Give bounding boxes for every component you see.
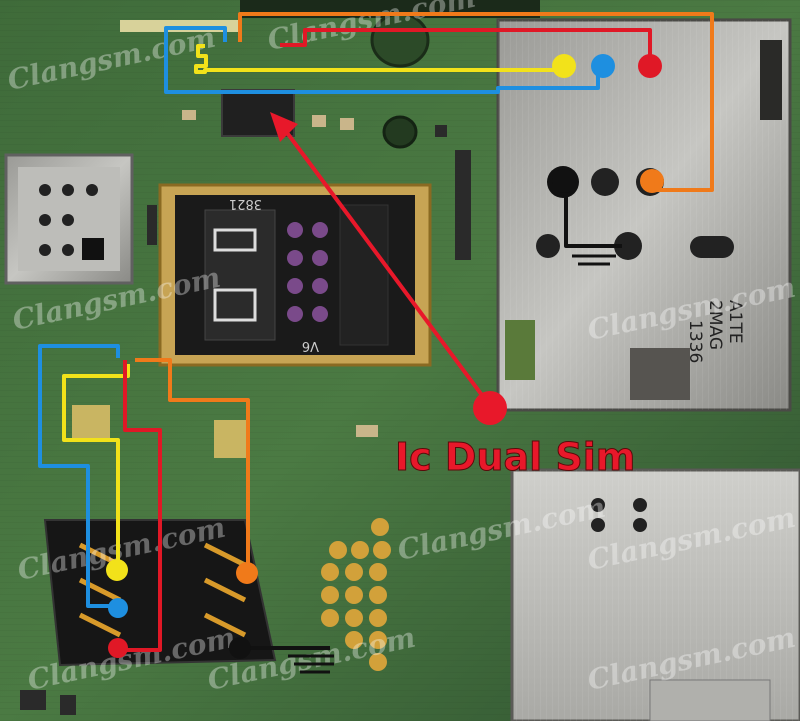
blue-test-point-top bbox=[591, 54, 615, 78]
center-sim-connector: 3821 V6 bbox=[158, 183, 432, 367]
orange-test-point-top bbox=[640, 169, 664, 193]
ground-trace-top bbox=[564, 182, 622, 248]
red-trace-bottom bbox=[118, 360, 162, 652]
red-test-point-top bbox=[638, 54, 662, 78]
orange-trace-bottom bbox=[135, 358, 250, 572]
yellow-trace-top bbox=[194, 44, 565, 74]
red-test-point-bottom bbox=[108, 638, 128, 658]
yellow-trace-bottom bbox=[62, 364, 130, 568]
annotation-arrow-dot bbox=[473, 391, 507, 425]
ground-test-point-bottom bbox=[229, 637, 251, 659]
blue-trace-bottom bbox=[38, 344, 120, 608]
annotation-arrow bbox=[270, 112, 507, 425]
orange-trace-top bbox=[238, 12, 714, 192]
yellow-test-point-top bbox=[552, 54, 576, 78]
sim-card-slot-main: A1TE 2MAG 1336 bbox=[496, 18, 792, 412]
smd-components bbox=[20, 20, 471, 715]
connector-marking-top: 3821 bbox=[229, 196, 262, 211]
ground-test-point-top bbox=[552, 169, 576, 193]
slot-marking-line1: A1TE bbox=[725, 300, 745, 344]
bottom-trace-overlay bbox=[38, 344, 334, 674]
left-module bbox=[4, 153, 134, 285]
yellow-test-point-bottom bbox=[106, 559, 128, 581]
rf-shield-can bbox=[510, 468, 800, 721]
red-trace-top bbox=[280, 28, 652, 66]
dual-sim-ic bbox=[221, 89, 295, 137]
blue-trace-top bbox=[164, 26, 600, 94]
connector-marking-bottom: V6 bbox=[302, 338, 319, 353]
bga-pads bbox=[321, 518, 391, 671]
blue-test-point-bottom bbox=[108, 598, 128, 618]
orange-test-point-bottom bbox=[236, 562, 258, 584]
slot-marking-line2: 2MAG bbox=[705, 300, 725, 350]
annotation-label: Ic Dual Sim bbox=[395, 435, 635, 479]
slot-marking-line3: 1336 bbox=[685, 320, 705, 363]
top-trace-overlay bbox=[164, 12, 714, 266]
